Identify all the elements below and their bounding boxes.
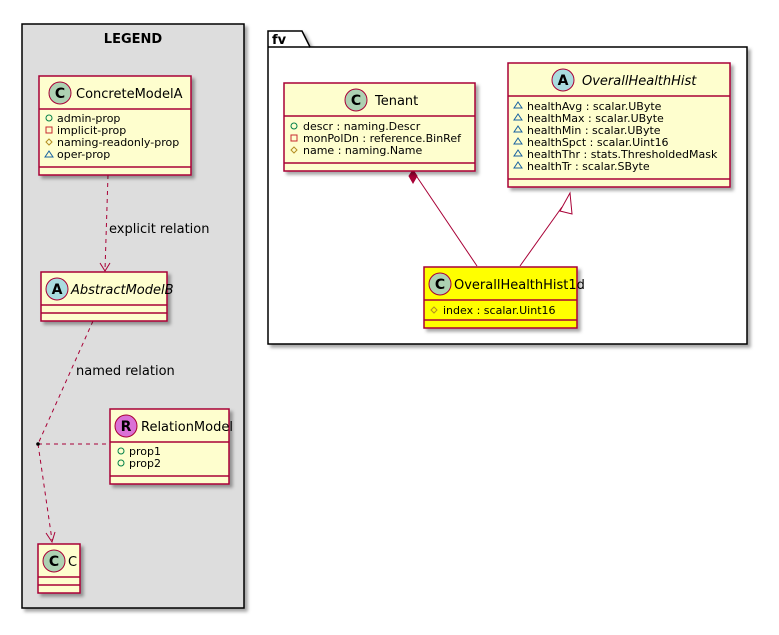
stereo-letter: A xyxy=(558,73,569,89)
named-relation-to-c-edge xyxy=(37,443,53,541)
protected-visibility-icon xyxy=(290,146,298,154)
stereo-letter: C xyxy=(351,93,361,109)
prop-text: healthSpct : scalar.Uint16 xyxy=(527,136,669,149)
prop-text: monPolDn : reference.BinRef xyxy=(303,132,462,145)
explicit-relation-arrow xyxy=(99,262,111,272)
class-c: C C xyxy=(37,543,81,594)
class-tenant: C Tenant descr : naming.Descr monPolDn :… xyxy=(283,82,476,172)
class-c-icon xyxy=(48,81,72,105)
prop-text: implicit-prop xyxy=(57,124,126,137)
prop-text: healthThr : stats.ThresholdedMask xyxy=(527,148,718,161)
class-name: ConcreteModelA xyxy=(76,87,183,102)
package-visibility-icon xyxy=(44,150,54,158)
private-visibility-icon xyxy=(45,126,53,134)
stereo-letter: C xyxy=(435,277,445,293)
relations xyxy=(37,170,563,544)
stereo-letter: R xyxy=(121,419,132,435)
stereo-letter: C xyxy=(55,86,65,102)
class-name: AbstractModelB xyxy=(70,283,174,298)
class-a-icon xyxy=(551,68,575,92)
prop-text: healthAvg : scalar.UByte xyxy=(527,100,662,113)
composition-diamond xyxy=(408,169,418,185)
class-name: Tenant xyxy=(374,94,418,109)
prop-text: index : scalar.Uint16 xyxy=(443,304,556,317)
package-visibility-icon xyxy=(513,101,523,109)
class-overall-health-hist-1d: C OverallHealthHist1d index : scalar.Uin… xyxy=(423,266,585,329)
named-relation-to-c-arrow xyxy=(45,531,56,544)
class-abstract-model-b: A AbstractModelB xyxy=(40,271,174,322)
class-c-icon xyxy=(42,549,66,573)
public-visibility-icon xyxy=(117,459,125,467)
generalization-edge xyxy=(519,206,563,267)
class-name: OverallHealthHist xyxy=(582,74,697,89)
relation-junction xyxy=(36,442,40,446)
prop-text: healthMin : scalar.UByte xyxy=(527,124,661,137)
prop-text: healthMax : scalar.UByte xyxy=(527,112,664,125)
package-visibility-icon xyxy=(513,137,523,145)
prop-text: descr : naming.Descr xyxy=(303,120,421,133)
public-visibility-icon xyxy=(290,122,298,130)
prop-text: naming-readonly-prop xyxy=(57,136,179,149)
public-visibility-icon xyxy=(117,447,125,455)
class-name: RelationModel xyxy=(141,420,233,435)
prop-text: prop2 xyxy=(129,457,161,470)
legend-title: LEGEND xyxy=(104,32,163,47)
class-overall-health-hist: A OverallHealthHist healthAvg : scalar.U… xyxy=(507,62,731,188)
named-relation-edge xyxy=(37,320,94,445)
package-visibility-icon xyxy=(513,149,523,157)
protected-visibility-icon xyxy=(45,138,53,146)
package-name: fv xyxy=(272,33,287,48)
prop-text: prop1 xyxy=(129,445,161,458)
class-c-icon xyxy=(428,272,452,296)
class-name: OverallHealthHist1d xyxy=(454,278,585,293)
public-visibility-icon xyxy=(45,114,53,122)
class-a-icon xyxy=(45,277,69,301)
composition-edge xyxy=(412,170,478,267)
prop-text: healthTr : scalar.SByte xyxy=(527,160,650,173)
private-visibility-icon xyxy=(290,134,298,142)
class-concrete-model-a: C ConcreteModelA admin-prop implicit-pro… xyxy=(38,75,192,176)
protected-visibility-icon xyxy=(430,306,438,314)
named-relation-label: named relation xyxy=(76,364,175,379)
package-visibility-icon xyxy=(513,113,523,121)
class-r-icon xyxy=(114,414,138,438)
prop-text: oper-prop xyxy=(57,148,110,161)
class-name: C xyxy=(68,555,77,570)
class-c-icon xyxy=(344,88,368,112)
stereo-letter: A xyxy=(52,282,63,298)
stereo-letter: C xyxy=(49,554,59,570)
package-visibility-icon xyxy=(513,161,523,169)
prop-text: name : naming.Name xyxy=(303,144,423,157)
class-props: admin-prop implicit-prop naming-readonly… xyxy=(57,112,179,161)
explicit-relation-label: explicit relation xyxy=(109,222,209,237)
class-relation-model: R RelationModel prop1 prop2 xyxy=(109,408,233,485)
prop-text: admin-prop xyxy=(57,112,120,125)
package-visibility-icon xyxy=(513,125,523,133)
generalization-triangle xyxy=(559,191,573,215)
